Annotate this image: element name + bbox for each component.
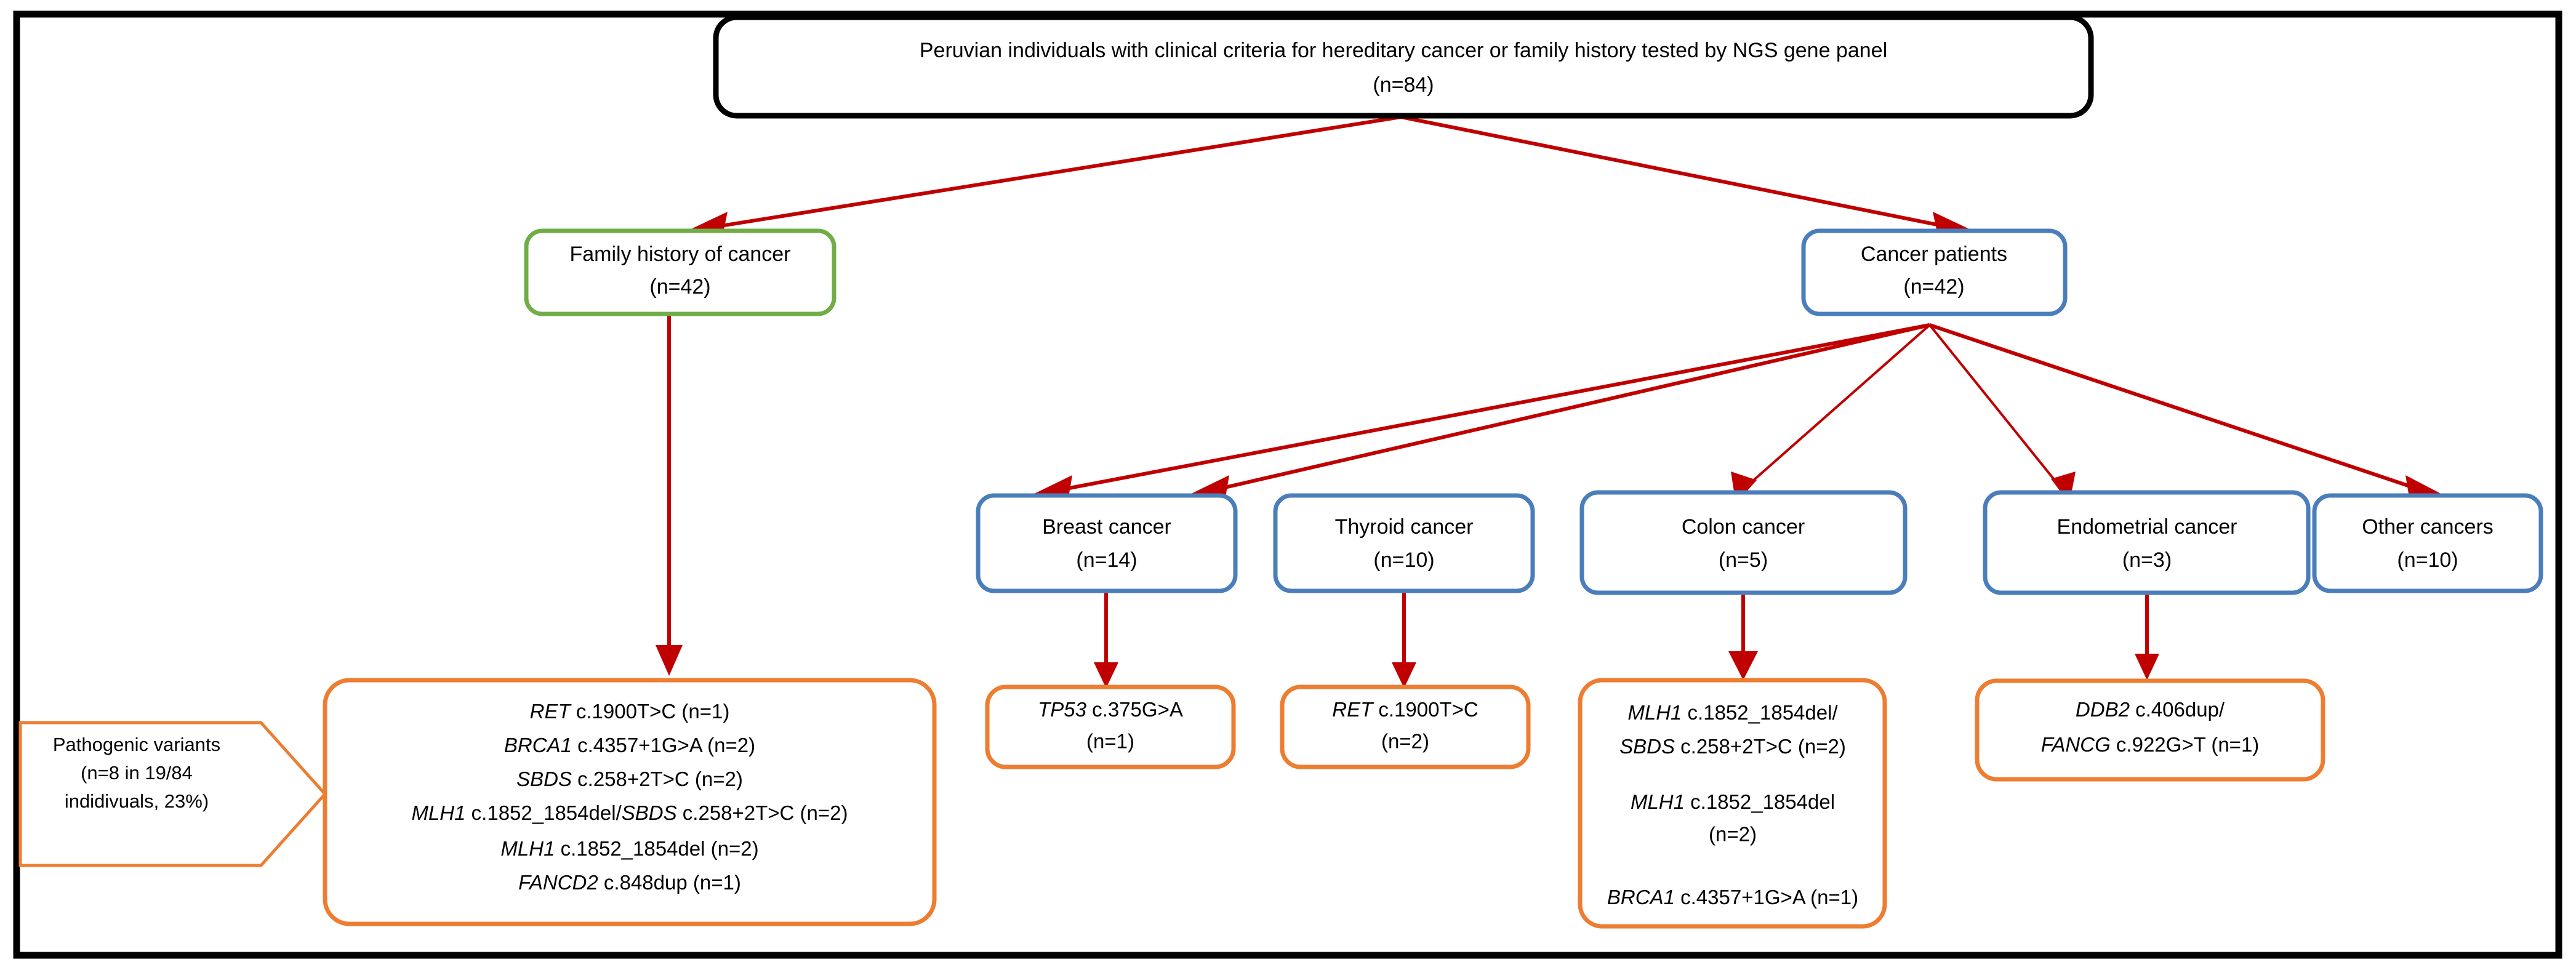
arrow-thyroid-to-variants (1392, 592, 1416, 688)
endometrial-variant-line-2: FANCG c.922G>T (n=1) (2041, 733, 2260, 756)
cohort-box[interactable]: Peruvian individuals with clinical crite… (713, 14, 2094, 119)
breast-cancer-box[interactable]: Breast cancer (n=14) (976, 493, 1238, 593)
thyroid-variant-line-1: RET c.1900T>C (1332, 698, 1479, 721)
variant-mlh1: c.1852_1854del (n=2) (555, 837, 758, 860)
arrow-family-history-to-variants (656, 314, 683, 676)
arrow-cancer-to-colon (1731, 324, 1931, 504)
thyroid-cancer-count: (n=10) (1373, 548, 1434, 572)
variant-mlh1-combo: c.1852_1854del/ (466, 801, 622, 824)
colon-variant-line-2: SBDS c.258+2T>C (n=2) (1619, 735, 1846, 758)
breast-cancer-label: Breast cancer (1042, 515, 1171, 539)
thyroid-variants-box[interactable]: RET c.1900T>C (n=2) (1280, 684, 1531, 769)
other-cancers-label: Other cancers (2362, 515, 2494, 539)
breast-variant-line-1: TP53 c.375G>A (1038, 698, 1183, 721)
thyroid-cancer-box[interactable]: Thyroid cancer (n=10) (1273, 493, 1535, 593)
variant-ddb2: c.406dup/ (2130, 698, 2225, 721)
arrow-cancer-to-thyroid (1184, 323, 1930, 505)
pathogenic-callout-line3: indidivuals, 23%) (65, 790, 209, 812)
colon-variant-line-1: MLH1 c.1852_1854del/ (1627, 701, 1838, 724)
endometrial-variants-box[interactable]: DDB2 c.406dup/ FANCG c.922G>T (n=1) (1975, 678, 2325, 782)
other-cancers-box[interactable]: Other cancers (n=10) (2312, 493, 2543, 593)
thyroid-cancer-label: Thyroid cancer (1335, 515, 1474, 539)
arrow-colon-to-variants (1728, 592, 1758, 680)
fh-variant-line-6: FANCD2 c.848dup (n=1) (518, 871, 741, 894)
fh-variant-line-1: RET c.1900T>C (n=1) (530, 700, 730, 723)
gene-mlh1-colon-2: MLH1 (1631, 790, 1685, 813)
gene-fancg: FANCG (2041, 733, 2111, 756)
pathogenic-callout-line1: Pathogenic variants (53, 734, 220, 755)
gene-sbds-combo: SBDS (622, 801, 677, 824)
fh-variant-line-4: MLH1 c.1852_1854del/SBDS c.258+2T>C (n=2… (411, 801, 848, 824)
other-cancers-count: (n=10) (2397, 548, 2458, 572)
variant-mlh1-colon: c.1852_1854del/ (1682, 701, 1838, 724)
arrow-endometrial-to-variants (2135, 592, 2159, 680)
colon-cancer-count: (n=5) (1719, 548, 1768, 572)
variant-ret-thyroid: c.1900T>C (1373, 698, 1479, 721)
endometrial-cancer-label: Endometrial cancer (2057, 515, 2237, 539)
breast-variants-box[interactable]: TP53 c.375G>A (n=1) (985, 684, 1236, 769)
gene-ret-thyroid: RET (1332, 698, 1374, 721)
thyroid-variant-count: (n=2) (1381, 730, 1429, 753)
endometrial-variant-line-1: DDB2 c.406dup/ (2076, 698, 2225, 721)
variant-brca1-colon: c.4357+1G>A (n=1) (1675, 886, 1858, 909)
colon-variant-line-4: BRCA1 c.4357+1G>A (n=1) (1607, 886, 1858, 909)
pathogenic-callout-line2: (n=8 in 19/84 (81, 762, 193, 784)
cancer-patients-count: (n=42) (1903, 275, 1964, 299)
variant-mlh1-colon-2: c.1852_1854del (1685, 790, 1835, 813)
gene-fancd2: FANCD2 (518, 871, 598, 894)
arrow-cohort-to-family-history (683, 115, 1402, 241)
endometrial-cancer-count: (n=3) (2122, 548, 2172, 572)
cohort-box-line2: (n=84) (1373, 73, 1434, 97)
variant-sbds-colon: c.258+2T>C (n=2) (1675, 735, 1846, 758)
family-history-box[interactable]: Family history of cancer (n=42) (524, 228, 837, 316)
family-history-count: (n=42) (649, 275, 710, 299)
gene-tp53: TP53 (1038, 698, 1087, 721)
variant-sbds-combo: c.258+2T>C (n=2) (677, 801, 848, 824)
cancer-patients-box[interactable]: Cancer patients (n=42) (1801, 228, 2068, 316)
connector-layer (656, 115, 2448, 688)
gene-mlh1-combo: MLH1 (411, 801, 465, 824)
variant-tp53: c.375G>A (1086, 698, 1183, 721)
gene-ddb2: DDB2 (2076, 698, 2130, 721)
fh-variant-line-2: BRCA1 c.4357+1G>A (n=2) (504, 734, 755, 756)
gene-mlh1-colon: MLH1 (1627, 701, 1682, 724)
colon-variants-box[interactable]: MLH1 c.1852_1854del/ SBDS c.258+2T>C (n=… (1578, 678, 1887, 929)
cohort-box-line1: Peruvian individuals with clinical crite… (920, 39, 1887, 62)
colon-cancer-label: Colon cancer (1682, 515, 1805, 539)
colon-cancer-box[interactable]: Colon cancer (n=5) (1579, 490, 1908, 595)
gene-brca1: BRCA1 (504, 734, 572, 756)
variant-fancg: c.922G>T (n=1) (2111, 733, 2260, 756)
family-history-variants-box[interactable]: RET c.1900T>C (n=1) BRCA1 c.4357+1G>A (n… (323, 678, 937, 926)
fh-variant-line-5: MLH1 c.1852_1854del (n=2) (500, 837, 758, 860)
pathogenic-variants-callout[interactable]: Pathogenic variants (n=8 in 19/84 indidi… (18, 721, 327, 867)
breast-variant-count: (n=1) (1086, 730, 1134, 753)
family-history-label: Family history of cancer (570, 243, 791, 266)
endometrial-cancer-box[interactable]: Endometrial cancer (n=3) (1983, 490, 2311, 595)
variant-brca1: c.4357+1G>A (n=2) (572, 734, 755, 756)
variant-ret: c.1900T>C (n=1) (571, 700, 730, 723)
arrow-cohort-to-cancer-patients (1400, 115, 1977, 241)
variant-fancd2: c.848dup (n=1) (598, 871, 741, 894)
breast-cancer-count: (n=14) (1076, 548, 1137, 572)
gene-ret: RET (530, 700, 572, 723)
colon-variant-line-3: MLH1 c.1852_1854del (1631, 790, 1835, 813)
arrow-breast-to-variants (1094, 592, 1118, 688)
outer-frame (13, 10, 2562, 959)
arrow-cancer-to-breast (1027, 323, 1930, 505)
gene-brca1-colon: BRCA1 (1607, 886, 1675, 909)
arrow-cancer-to-endometrial (1928, 324, 2076, 504)
gene-sbds: SBDS (516, 768, 572, 790)
fh-variant-line-3: SBDS c.258+2T>C (n=2) (516, 768, 743, 790)
gene-sbds-colon: SBDS (1619, 735, 1675, 758)
arrow-cancer-to-other (1929, 323, 2448, 505)
variant-sbds: c.258+2T>C (n=2) (572, 768, 743, 790)
colon-variant-count-2: (n=2) (1709, 823, 1757, 846)
gene-mlh1: MLH1 (500, 837, 555, 860)
cancer-patients-label: Cancer patients (1861, 243, 2007, 266)
